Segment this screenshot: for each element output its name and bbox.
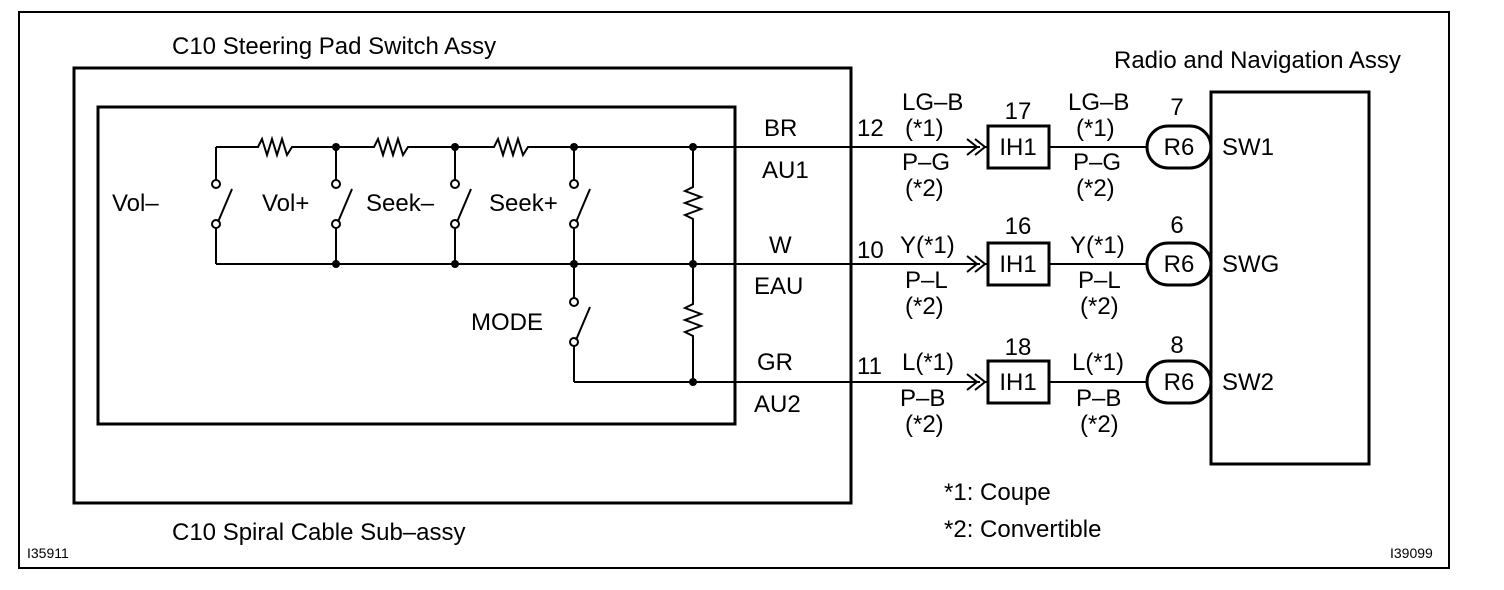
junction-dots	[332, 143, 697, 386]
spiral-cable-box	[72, 66, 853, 505]
wire-color-coupe: Y(*1)	[900, 232, 955, 259]
out-color-coupe: L(*1)	[1072, 349, 1124, 376]
radio-connector-label: R6	[1164, 134, 1195, 161]
note-coupe: *1: Coupe	[944, 479, 1051, 506]
switch-label-vol-plus: Vol+	[262, 190, 309, 217]
wire-note-convertible: (*2)	[905, 175, 944, 202]
connector-pin: 18	[1005, 334, 1032, 361]
radio-connector-r6	[1145, 124, 1213, 170]
switch-vol-plus	[331, 179, 353, 229]
connector-label: IH1	[999, 251, 1036, 278]
wire-color-convertible: P–L	[905, 267, 948, 294]
radio-connector-label: R6	[1164, 251, 1195, 278]
wire-inner-color: GR	[757, 349, 793, 376]
radio-connector-label: R6	[1164, 369, 1195, 396]
radio-terminal: SW1	[1222, 134, 1274, 161]
connector-pin: 17	[1005, 98, 1032, 125]
wire-note-convertible: (*2)	[905, 411, 944, 438]
out-color-convertible: P–L	[1078, 267, 1121, 294]
steering-pad-switch-title: C10 Steering Pad Switch Assy	[172, 33, 496, 60]
wire-inner-color: W	[769, 232, 792, 259]
wire-note-convertible: (*2)	[905, 293, 944, 320]
wire-color-convertible: P–B	[900, 385, 945, 412]
radio-connector-r6	[1145, 241, 1213, 287]
switch-seek-plus	[569, 179, 591, 229]
spiral-cable-title: C10 Spiral Cable Sub–assy	[172, 519, 466, 546]
switch-label-vol-minus: Vol–	[112, 190, 159, 217]
out-note-coupe: (*1)	[1076, 115, 1115, 142]
wire-color-convertible: P–G	[902, 149, 950, 176]
wire-pin: 10	[857, 237, 884, 264]
wire-color-coupe: L(*1)	[902, 349, 954, 376]
figure-code-right: I39099	[1390, 545, 1433, 561]
wire-inner-terminal: AU2	[754, 391, 801, 418]
wire-sw1: BR AU1 12 LG–B (*1) P–G (*2) IH1 17 LG–B…	[762, 89, 1274, 202]
out-note-convertible: (*2)	[1080, 411, 1119, 438]
note-convertible: *2: Convertible	[944, 516, 1101, 543]
wire-color-coupe: LG–B	[902, 89, 963, 116]
connector-label: IH1	[999, 369, 1036, 396]
wire-pin: 11	[857, 353, 882, 380]
switch-label-seek-plus: Seek+	[489, 190, 558, 217]
radio-terminal: SWG	[1222, 251, 1279, 278]
radio-pin: 6	[1170, 212, 1183, 239]
switch-vol-minus	[211, 179, 233, 229]
radio-connector-r6	[1145, 359, 1213, 405]
out-note-convertible: (*2)	[1080, 293, 1119, 320]
connector-label: IH1	[999, 134, 1036, 161]
wire-pin: 12	[857, 115, 884, 142]
out-color-convertible: P–B	[1076, 385, 1121, 412]
wire-inner-color: BR	[764, 115, 797, 142]
radio-pin: 7	[1170, 94, 1183, 121]
connector-pin: 16	[1005, 213, 1032, 240]
wire-inner-terminal: EAU	[754, 273, 803, 300]
eau-rail	[216, 146, 980, 383]
wire-note-coupe: (*1)	[905, 115, 944, 142]
radio-terminal: SW2	[1222, 369, 1274, 396]
radio-navigation-title: Radio and Navigation Assy	[1114, 47, 1401, 74]
wire-sw2: GR AU2 11 L(*1) P–B (*2) IH1 18 L(*1) P–…	[754, 332, 1274, 438]
out-color-coupe: Y(*1)	[1070, 232, 1125, 259]
figure-code-left: I35911	[27, 545, 69, 561]
radio-pin: 8	[1170, 332, 1183, 359]
switch-seek-minus	[450, 179, 472, 229]
steering-pad-switch-box	[96, 105, 737, 426]
switch-label-seek-minus: Seek–	[366, 190, 435, 217]
wire-inner-terminal: AU1	[762, 157, 809, 184]
diagram-frame	[18, 11, 1450, 569]
out-note-convertible: (*2)	[1076, 175, 1115, 202]
switch-mode	[569, 297, 591, 347]
out-color-coupe: LG–B	[1068, 89, 1129, 116]
radio-navigation-box	[1209, 90, 1371, 466]
out-color-convertible: P–G	[1073, 149, 1121, 176]
wire-swg: W EAU 10 Y(*1) P–L (*2) IH1 16 Y(*1) P–L…	[754, 212, 1279, 320]
switch-label-mode: MODE	[471, 309, 543, 336]
